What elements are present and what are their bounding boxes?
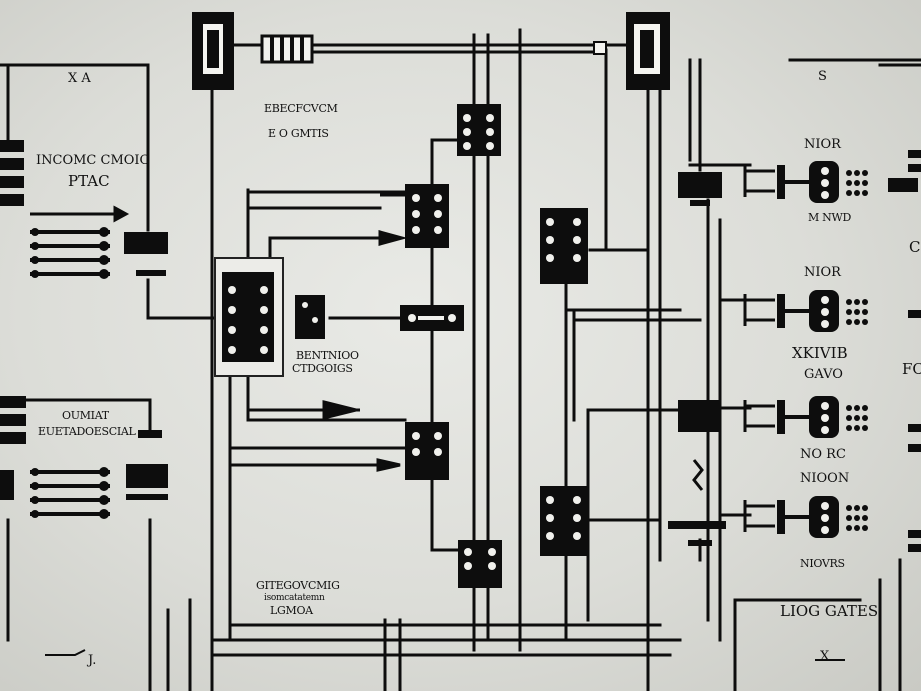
top-right-chip [593,12,670,90]
label-top-center-2: E O GMTIS [268,127,329,140]
label-right-6: NO RC [800,447,846,462]
left-inputs [0,140,168,500]
label-left-top-1: INCOMC CMOIC [36,153,150,168]
label-right-2: M NWD [808,211,852,224]
left-input-lines [30,230,110,516]
label-left-top-2: PTAC [68,172,110,190]
top-resistor [260,34,314,64]
right-gates [743,161,868,538]
label-mid-left-1: BENTNIOO [296,349,359,362]
center-left-chip [214,257,284,377]
label-right-5: GAVO [804,367,843,382]
label-right-3: NIOR [804,265,841,280]
label-top-center-1: EBECFCVCM [264,102,338,115]
gate-pins [302,114,581,570]
label-right-9: LIOG GATES [780,602,879,620]
label-left-bottom-1: OUMIAT [62,409,109,422]
top-left-chip [192,12,234,90]
right-components [668,150,921,552]
label-top-right-mark: S [818,69,827,84]
label-edge-right-2: C [909,238,921,256]
label-mid-left-2: CTDGOIGS [292,362,353,375]
label-bottom-right-mark: X [820,649,830,664]
label-right-1: NIOR [804,137,841,152]
gate-blocks [295,104,588,588]
label-right-8: NIOVRS [800,557,845,570]
signal-arrows [30,193,408,472]
label-left-bottom-2: EUETADOESCIAL [38,425,136,438]
label-bottom-center-2: isomcatatemn [264,593,325,603]
label-bottom-center-1: GITEGOVCMIG [256,579,340,592]
label-right-7: NIOON [800,471,850,486]
label-bottom-left-mark: J. [88,653,97,668]
right-squiggle [692,459,704,491]
label-right-4: XKIVIB [792,344,848,362]
label-bottom-center-3: LGMOA [270,604,313,617]
label-top-left-mark: X A [68,71,91,86]
label-edge-right: FC [902,360,921,378]
left-input-dots [31,227,109,519]
